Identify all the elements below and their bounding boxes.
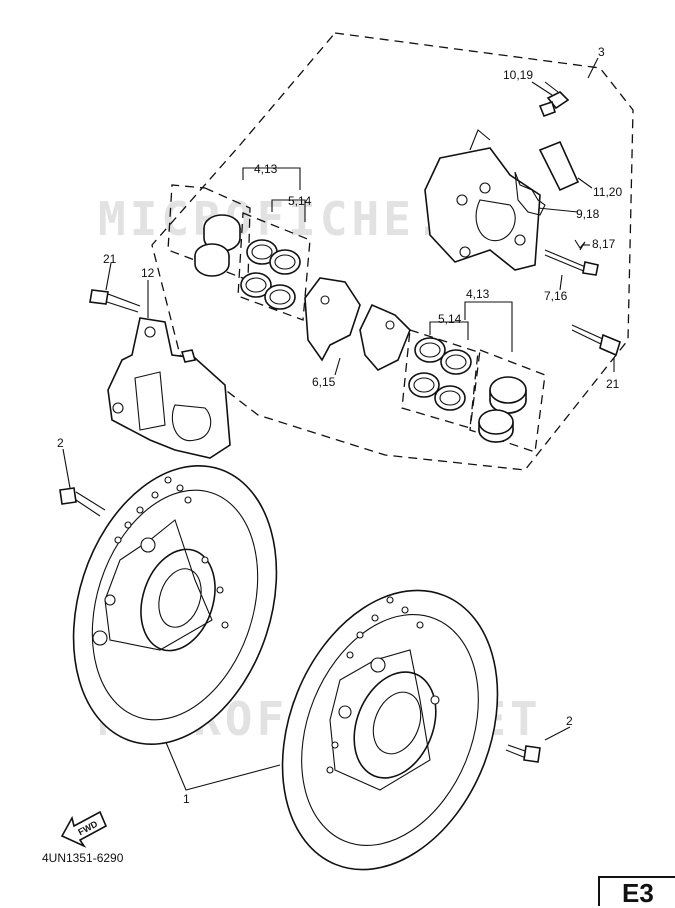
- caliper-assembly-left: [107, 317, 231, 459]
- seal-group-box-top: [237, 212, 311, 321]
- callout-5-14-right: 5,14: [438, 312, 462, 326]
- pistons-right: [478, 376, 527, 443]
- callout-3: 3: [598, 45, 605, 59]
- leader-7-16: [559, 274, 563, 291]
- leader-1: [164, 739, 281, 791]
- callout-10-19: 10,19: [503, 68, 533, 82]
- callout-5-14-top: 5,14: [288, 194, 312, 208]
- page-tag: E3: [598, 876, 675, 908]
- pistons-top: [194, 214, 241, 277]
- seals-top: [240, 239, 301, 310]
- leader-11-20: [577, 177, 593, 189]
- pin-clip: [574, 239, 586, 251]
- callout-6-15: 6,15: [312, 375, 336, 389]
- leader-3: [587, 57, 599, 79]
- callout-4-13-top: 4,13: [254, 162, 278, 176]
- callout-11-20: 11,20: [593, 185, 622, 199]
- brake-disc-right: [281, 589, 499, 871]
- bleeder-screw: [538, 91, 570, 118]
- callout-2-left: 2: [57, 436, 64, 450]
- pad-spring: [538, 140, 580, 192]
- callout-4-13-right: 4,13: [466, 287, 490, 301]
- pad-pin: [544, 249, 599, 276]
- seals-right: [408, 337, 472, 411]
- disc-bolt-left: [59, 487, 106, 517]
- leader-10-19: [531, 81, 559, 96]
- disc-bolt-right: [505, 744, 541, 763]
- fwd-arrow: FWD: [60, 810, 108, 848]
- callout-9-18: 9,18: [576, 207, 600, 221]
- leader-9-18: [537, 207, 579, 213]
- bracket-5-14-right: [429, 321, 469, 340]
- piston-group-box-right: [469, 349, 546, 453]
- brake-disc-left: [72, 465, 278, 745]
- callout-21-left: 21: [103, 252, 117, 266]
- pad-clip: [514, 171, 546, 216]
- drawing-code: 4UN1351-6290: [42, 851, 124, 865]
- leader-6-15: [334, 357, 341, 376]
- callout-7-16: 7,16: [544, 289, 568, 303]
- callout-21-right: 21: [606, 377, 620, 391]
- caliper-bolt-right: [571, 324, 621, 357]
- callout-8-17: 8,17: [592, 237, 616, 251]
- brake-pads: [304, 277, 411, 371]
- bracket-4-13-top: [242, 167, 301, 190]
- callout-12: 12: [141, 266, 155, 280]
- leader-21-left: [105, 262, 112, 291]
- callout-1: 1: [183, 792, 190, 806]
- caliper-bolt-left: [89, 289, 141, 313]
- bracket-5-14-top: [271, 199, 306, 222]
- seal-group-box-right: [401, 329, 479, 429]
- leader-2-right: [544, 726, 571, 741]
- caliper-body-right: [424, 129, 541, 271]
- assembly-boundary: [151, 32, 634, 471]
- callout-2-right: 2: [566, 714, 573, 728]
- leader-2-left: [62, 448, 71, 489]
- bracket-4-13-right: [464, 301, 513, 352]
